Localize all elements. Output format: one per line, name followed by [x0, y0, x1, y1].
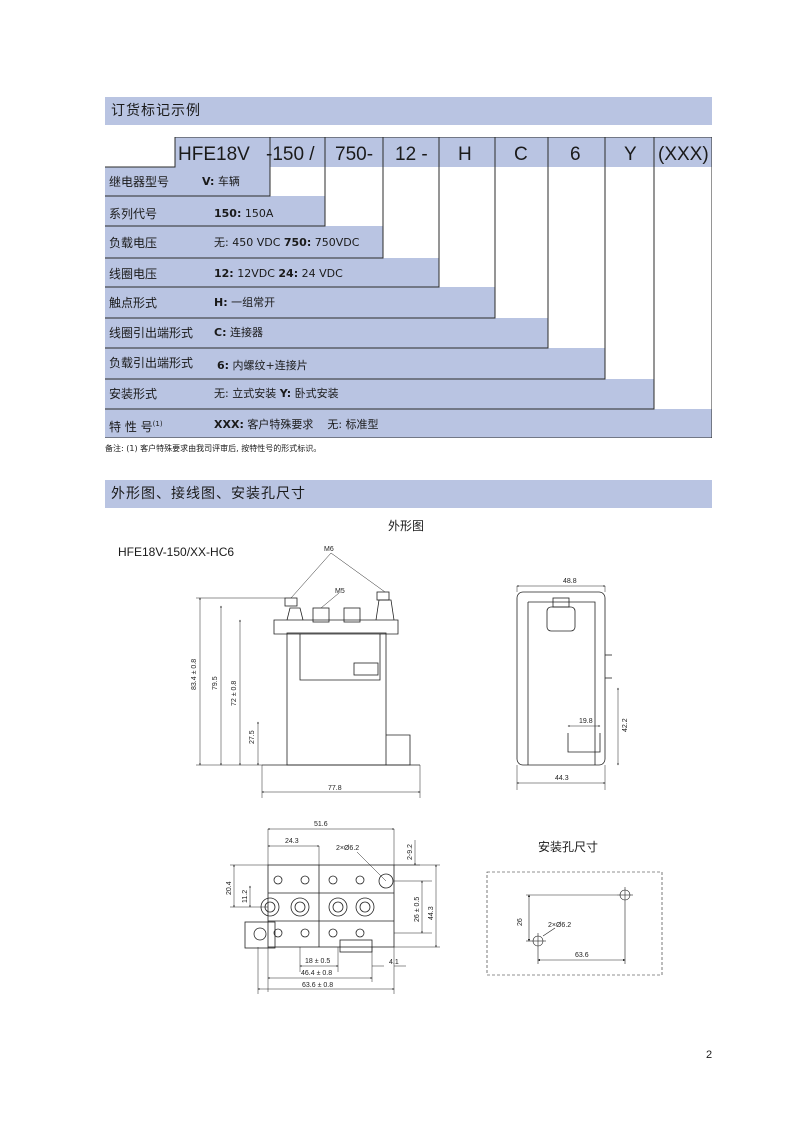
code-mounting: Y: [624, 144, 637, 165]
code-special: (XXX): [658, 144, 709, 165]
row-label-mounting: 安装形式: [109, 387, 158, 401]
dim-636: 63.6 ± 0.8: [302, 982, 333, 989]
front-view-drawing: [262, 591, 420, 766]
dim-width-443: 44.3: [555, 775, 569, 782]
code-coil-terminal: C: [514, 144, 528, 165]
row-label-relay-type: 继电器型号: [109, 175, 170, 189]
code-series: HFE18V: [178, 144, 250, 165]
model-label: HFE18V-150/XX-HC6: [118, 545, 235, 559]
dim-26: 26 ± 0.5: [414, 897, 421, 922]
code-current: -150 /: [266, 144, 315, 165]
dim-204: 20.4: [226, 881, 233, 895]
row-value-contact-form: H: 一组常开: [214, 296, 276, 309]
row-label-load-terminal: 负载引出端形式: [109, 356, 194, 370]
row-value-coil-voltage: 12: 12VDC 24: 24 VDC: [214, 267, 343, 280]
dimensions-section-title: 外形图、接线图、安装孔尺寸: [105, 480, 712, 508]
row-label-coil-voltage: 线圈电压: [109, 267, 158, 281]
code-contact: H: [458, 144, 472, 165]
dim-112: 11.2: [242, 890, 249, 903]
top-view-drawing: [244, 864, 395, 953]
dim-height-795: 79.5: [212, 676, 219, 690]
row-value-relay-type: V: 车辆: [202, 175, 240, 188]
dim-width-778: 77.8: [328, 785, 342, 792]
ordering-code-diagram: [105, 137, 712, 438]
row-value-load-voltage: 无: 450 VDC 750: 750VDC: [214, 236, 360, 249]
side-view-drawing: [516, 591, 612, 766]
row-value-load-terminal: 6: 内螺纹+连接片: [217, 359, 308, 372]
dim-height-422: 42.2: [622, 718, 629, 732]
dim-mount-636: 63.6: [575, 952, 589, 959]
code-coil: 12 -: [395, 144, 428, 165]
row-value-series: 150: 150A: [214, 207, 274, 220]
code-load-terminal: 6: [570, 144, 581, 165]
dim-464: 46.4 ± 0.8: [301, 970, 332, 977]
dim-width-243: 24.3: [285, 838, 299, 845]
row-label-load-voltage: 负载电压: [109, 236, 158, 250]
dim-443-vertical: 44.3: [428, 906, 435, 920]
dim-m5: M5: [335, 588, 345, 595]
row-label-contact-form: 触点形式: [109, 296, 158, 310]
dim-41: 4.1: [389, 959, 399, 966]
dim-hole-62: 2×Ø6.2: [336, 845, 359, 852]
row-label-series: 系列代号: [109, 207, 158, 221]
outline-caption: 外形图: [388, 519, 425, 533]
dim-mount-26: 26: [517, 918, 524, 926]
page-number: 2: [706, 1049, 713, 1061]
row-value-mounting: 无: 立式安装 Y: 卧式安装: [214, 387, 339, 400]
mounting-caption: 安装孔尺寸: [538, 840, 599, 854]
dim-height-834: 83.4 ± 0.8: [191, 659, 198, 690]
dim-width-516: 51.6: [314, 821, 328, 828]
row-value-special: XXX: 客户特殊要求 无: 标准型: [214, 418, 379, 431]
ordering-section-title: 订货标记示例: [105, 97, 712, 125]
dim-width-198: 19.8: [579, 718, 593, 725]
dim-height-72: 72 ± 0.8: [231, 681, 238, 706]
dim-18: 18 ± 0.5: [305, 958, 330, 965]
dim-mount-hole: 2×Ø6.2: [548, 922, 571, 929]
mounting-hole-drawing: [486, 871, 663, 976]
dim-height-275: 27.5: [249, 730, 256, 744]
dim-92: 2-9.2: [407, 844, 414, 860]
row-label-coil-terminal: 线圈引出端形式: [109, 326, 194, 340]
row-label-special: 特 性 号(1): [109, 420, 163, 434]
footnote: 备注: (1) 客户特殊要求由我司评审后, 按特性号的形式标识。: [105, 444, 322, 453]
dim-m6: M6: [324, 546, 334, 553]
dim-width-488: 48.8: [563, 578, 577, 585]
code-voltage: 750-: [335, 144, 374, 165]
row-value-coil-terminal: C: 连接器: [214, 326, 263, 339]
